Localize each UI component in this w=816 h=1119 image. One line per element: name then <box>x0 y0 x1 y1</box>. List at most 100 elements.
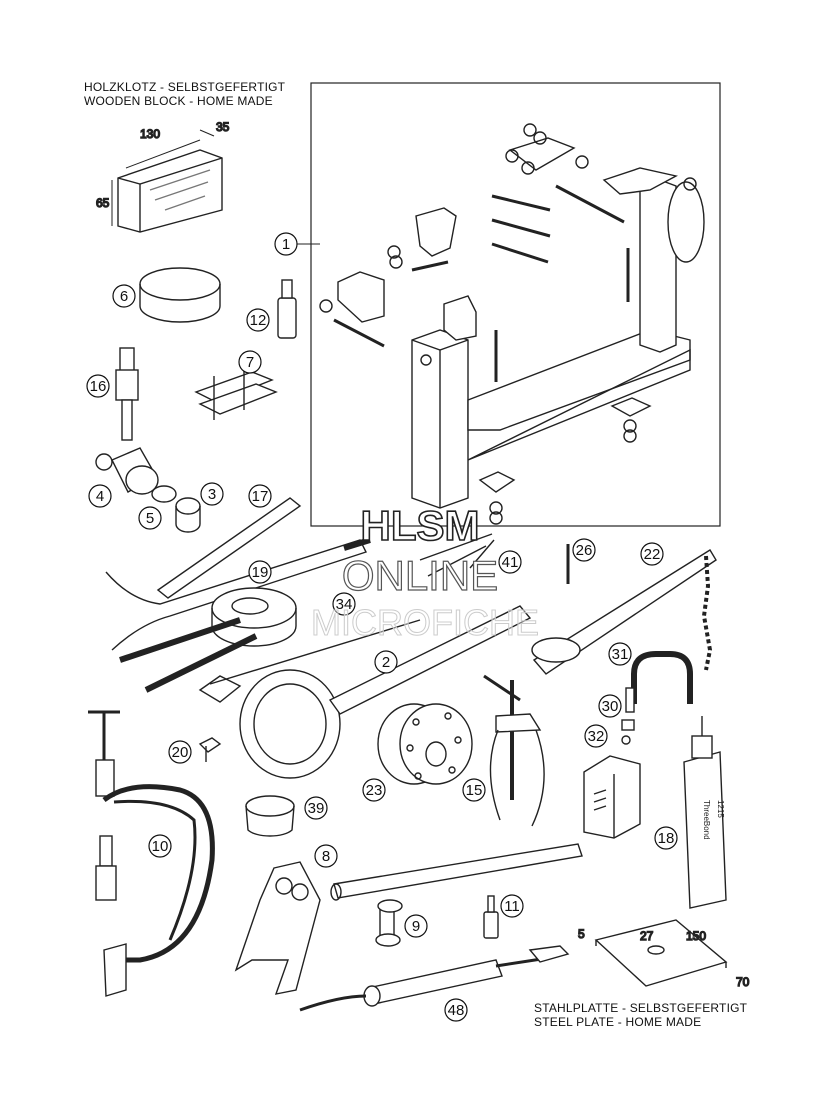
ring-tool <box>139 267 221 323</box>
socket-39 <box>245 795 295 837</box>
engine-stand-frame <box>310 82 721 527</box>
callout-10: 10 <box>148 834 172 858</box>
callout-16: 16 <box>86 374 110 398</box>
callout-number: 41 <box>502 554 519 571</box>
block-height-label: 65 <box>96 196 110 210</box>
callout-circle <box>138 506 162 530</box>
flywheel-puller-23 <box>377 703 473 785</box>
callout-circle <box>500 894 524 918</box>
tube-code-label: 1215 <box>716 800 725 818</box>
plate-hole-label: 27 <box>640 929 654 943</box>
watermark-line-3: MICROFICHE <box>311 602 540 644</box>
bottle-11 <box>483 895 499 939</box>
callout-circle <box>608 642 632 666</box>
callout-circle <box>314 844 338 868</box>
callout-number: 20 <box>172 744 189 761</box>
callout-9: 9 <box>404 914 428 938</box>
watermark-line-2: ONLINE <box>341 551 499 599</box>
holding-wrench-2 <box>198 605 532 779</box>
callout-circle <box>362 778 386 802</box>
bushing-5 <box>151 485 177 503</box>
threebond-tube-18: ThreeBond 1215 <box>683 716 727 909</box>
watermark-line-1: HLSM <box>360 501 481 550</box>
callout-39: 39 <box>304 796 328 820</box>
steel-plate-caption-de: STAHLPLATTE - SELBSTGEFERTIGT <box>534 1001 748 1015</box>
callout-circle <box>598 694 622 718</box>
callout-31: 31 <box>608 642 632 666</box>
callout-number: 19 <box>252 564 269 581</box>
callout-number: 5 <box>146 510 154 527</box>
callout-number: 17 <box>252 488 269 505</box>
callout-circle <box>200 482 224 506</box>
callout-22: 22 <box>640 542 664 566</box>
callout-41: 41 <box>498 550 522 574</box>
wooden-block <box>111 129 223 233</box>
callout-circle <box>248 560 272 584</box>
callout-18: 18 <box>654 826 678 850</box>
callout-48: 48 <box>444 998 468 1022</box>
callout-number: 1 <box>282 236 290 253</box>
callout-number: 39 <box>308 800 325 817</box>
tool-9 <box>375 899 403 947</box>
callout-number: 8 <box>322 848 330 865</box>
callout-5: 5 <box>138 506 162 530</box>
callout-17: 17 <box>248 484 272 508</box>
callout-circle <box>168 740 192 764</box>
block-length-label: 130 <box>140 127 160 141</box>
shaft-8 <box>330 843 583 901</box>
square-bar-17 <box>156 497 302 599</box>
callout-15: 15 <box>462 778 486 802</box>
callout-number: 26 <box>576 542 593 559</box>
callout-6: 6 <box>112 284 136 308</box>
callout-2: 2 <box>374 650 398 674</box>
callout-circle <box>374 650 398 674</box>
grease-gun-48 <box>299 945 570 1012</box>
bracket-8 <box>234 861 321 995</box>
hook-spanner <box>105 537 371 693</box>
callout-circle <box>640 542 664 566</box>
wooden-block-caption-de: HOLZKLOTZ - SELBSTGEFERTIGT <box>84 80 286 94</box>
block-depth-label: 35 <box>216 120 230 134</box>
callout-number: 10 <box>152 838 169 855</box>
callout-circle <box>238 350 262 374</box>
callout-19: 19 <box>248 560 272 584</box>
engine-stand <box>319 123 705 525</box>
nozzle-30 <box>625 687 635 713</box>
puller-tool <box>115 347 139 441</box>
callout-34: 34 <box>332 592 356 616</box>
callout-circle <box>498 550 522 574</box>
bent-tube-31 <box>631 651 693 704</box>
callout-number: 30 <box>602 698 619 715</box>
callout-circle <box>88 484 112 508</box>
oil-can <box>583 755 641 839</box>
cap-32 <box>621 719 635 745</box>
pin-spanner-41 <box>419 533 495 577</box>
callout-11: 11 <box>500 894 524 918</box>
adapter-4 <box>95 447 159 495</box>
plate-length-label: 150 <box>686 929 706 943</box>
callout-3: 3 <box>200 482 224 506</box>
callout-number: 18 <box>658 830 675 847</box>
callout-number: 6 <box>120 288 128 305</box>
tube-brand-label: ThreeBond <box>702 800 711 840</box>
callout-number: 2 <box>382 654 390 671</box>
callout-circle <box>332 592 356 616</box>
loctite-bottle <box>277 279 297 339</box>
plate-thickness-label: 5 <box>578 927 585 941</box>
callout-number: 31 <box>612 646 629 663</box>
steel-plate-caption-en: STEEL PLATE - HOME MADE <box>534 1015 702 1029</box>
callout-26: 26 <box>572 538 596 562</box>
callout-number: 23 <box>366 782 383 799</box>
callout-number: 4 <box>96 488 104 505</box>
callout-circle <box>148 834 172 858</box>
callout-number: 9 <box>412 918 420 935</box>
callout-number: 16 <box>90 378 107 395</box>
callout-number: 48 <box>448 1002 465 1019</box>
callout-7: 7 <box>238 350 262 374</box>
callout-number: 3 <box>208 486 216 503</box>
callout-32: 32 <box>584 724 608 748</box>
callout-circle <box>462 778 486 802</box>
callout-circle <box>246 308 270 332</box>
wooden-block-caption-en: WOODEN BLOCK - HOME MADE <box>84 94 273 108</box>
